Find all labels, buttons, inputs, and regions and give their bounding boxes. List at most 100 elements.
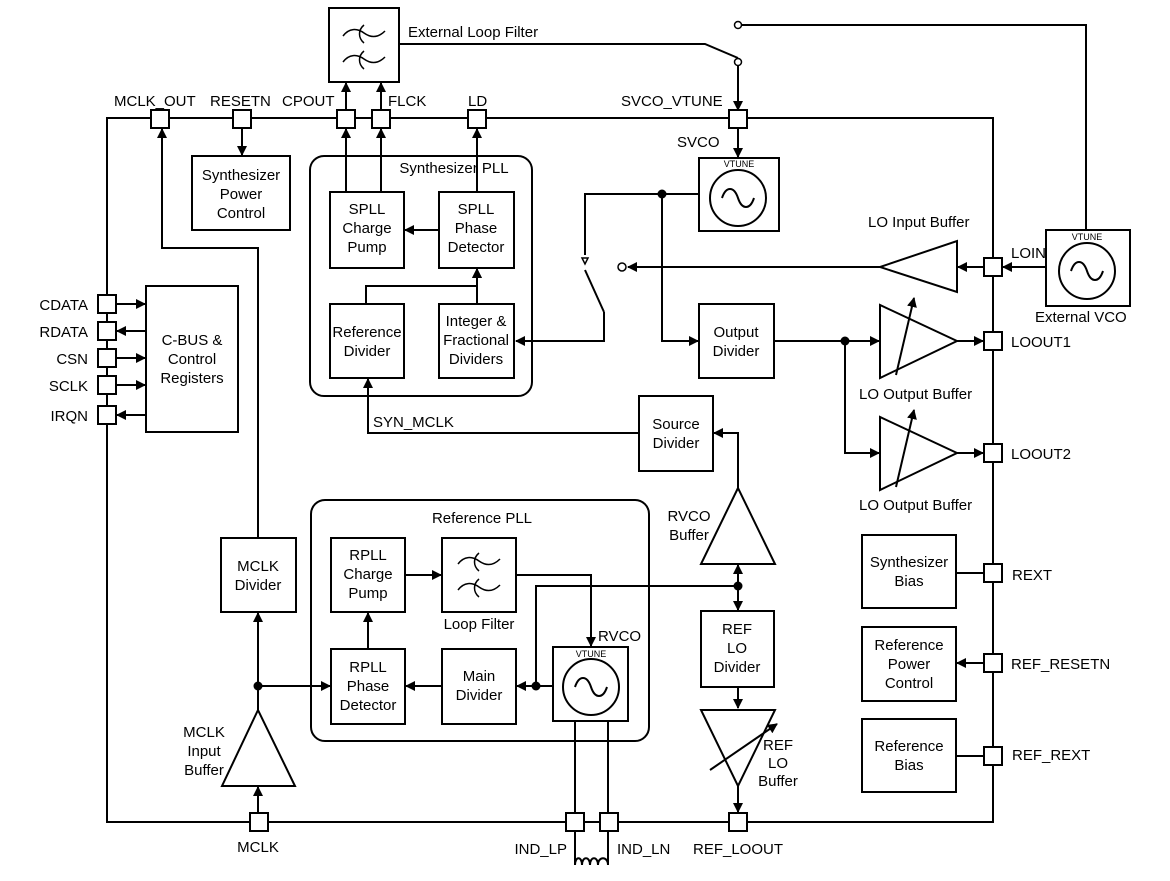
rpll-pd-line3: Detector: [340, 697, 397, 714]
lo-output-buffer-1: [879, 303, 960, 380]
mclk-div-line2: Divider: [235, 577, 282, 594]
ref-power-line3: Control: [885, 675, 933, 692]
external-inductor: [574, 831, 609, 866]
rpll-pd-line2: Phase: [347, 678, 390, 695]
svco-vtune-label: VTUNE: [724, 159, 755, 169]
external-loop-filter: [328, 7, 400, 83]
syn-mclk-label: SYN_MCLK: [373, 414, 454, 431]
reference-pll-label: Reference PLL: [432, 510, 532, 527]
cbus-line1: C-BUS &: [162, 332, 223, 349]
spll-pd-line3: Detector: [448, 239, 505, 256]
int-frac-line3: Dividers: [449, 351, 503, 368]
ref-div-line2: Divider: [344, 343, 391, 360]
external-loop-filter-label: External Loop Filter: [408, 24, 538, 41]
ref-lo-buffer-line3: Buffer: [758, 773, 798, 790]
integer-fractional-dividers: [438, 303, 515, 379]
ref-lo-div-line2: LO: [727, 640, 747, 657]
spll-pd-line1: SPLL: [458, 201, 495, 218]
lo-output-buffer-2-label: LO Output Buffer: [859, 497, 972, 514]
int-frac-line1: Integer &: [446, 313, 507, 330]
pin-loout2-label: LOOUT2: [1011, 446, 1071, 463]
rvco-buffer-line2: Buffer: [669, 527, 709, 544]
reference-power-control: [861, 626, 957, 702]
source-div-line2: Divider: [653, 435, 700, 452]
pin-flck: [371, 109, 391, 129]
main-div-line1: Main: [463, 668, 496, 685]
rvco-oscillator-icon: [562, 658, 620, 716]
synthesizer-bias: [861, 534, 957, 609]
reference-divider: [329, 303, 405, 379]
pin-loout1: [983, 331, 1003, 351]
ref-bias-line2: Bias: [894, 757, 923, 774]
pin-rdata: [97, 321, 117, 341]
ref-lo-div-line3: Divider: [714, 659, 761, 676]
svco-oscillator-icon: [709, 169, 767, 227]
pin-flck-label: FLCK: [388, 93, 426, 110]
synth-power-line1: Synthesizer: [202, 167, 280, 184]
synth-power-control: [191, 155, 291, 231]
cbus-line2: Control: [168, 351, 216, 368]
mclk-input-buffer-line3: Buffer: [184, 762, 224, 779]
mclk-div-line1: MCLK: [237, 558, 279, 575]
spll-pd-line2: Phase: [455, 220, 498, 237]
reference-bias: [861, 718, 957, 793]
pin-ref-rext-label: REF_REXT: [1012, 747, 1090, 764]
rpll-cp-line1: RPLL: [349, 547, 387, 564]
pin-svco-vtune: [728, 109, 748, 129]
chip-outline: [106, 117, 994, 823]
pin-ref-resetn: [983, 653, 1003, 673]
ext-vco-vtune-label: VTUNE: [1072, 232, 1103, 242]
pin-cpout-label: CPOUT: [282, 93, 335, 110]
cbus-line3: Registers: [160, 370, 223, 387]
lo-output-buffer-1-label: LO Output Buffer: [859, 386, 972, 403]
rpll-cp-line2: Charge: [343, 566, 392, 583]
pin-ind-lp-label: IND_LP: [514, 841, 567, 858]
mclk-input-buffer-line1: MCLK: [183, 724, 225, 741]
pin-irqn: [97, 405, 117, 425]
spll-charge-pump: [329, 191, 405, 269]
lo-input-buffer: [876, 239, 958, 294]
synth-pll-label: Synthesizer PLL: [399, 160, 508, 177]
output-div-line1: Output: [713, 324, 759, 341]
pin-loout1-label: LOOUT1: [1011, 334, 1071, 351]
ref-lo-div-line1: REF: [722, 621, 752, 638]
pin-ref-rext: [983, 746, 1003, 766]
pin-loin: [983, 257, 1003, 277]
loop-filter: [441, 537, 517, 613]
rpll-charge-pump: [330, 537, 406, 613]
pin-rext: [983, 563, 1003, 583]
pin-ref-loout: [728, 812, 748, 832]
pin-ind-ln: [599, 812, 619, 832]
lo-input-buffer-label: LO Input Buffer: [868, 214, 969, 231]
rpll-pd-line1: RPLL: [349, 659, 387, 676]
int-frac-line2: Fractional: [443, 332, 509, 349]
ref-lo-buffer-line1: REF: [763, 737, 793, 754]
pin-ind-ln-label: IND_LN: [617, 841, 670, 858]
pin-ind-lp: [565, 812, 585, 832]
source-div-line1: Source: [652, 416, 700, 433]
rvco-buffer-line1: RVCO: [667, 508, 710, 525]
external-vco-label: External VCO: [1035, 309, 1127, 326]
loop-filter-label: Loop Filter: [444, 616, 515, 633]
pin-svco-vtune-label: SVCO_VTUNE: [621, 93, 723, 110]
spll-phase-detector: [438, 191, 515, 269]
ref-power-line2: Power: [888, 656, 931, 673]
output-div-line2: Divider: [713, 343, 760, 360]
pin-sclk: [97, 375, 117, 395]
output-divider: [698, 303, 775, 379]
pin-rext-label: REXT: [1012, 567, 1052, 584]
pin-ld: [467, 109, 487, 129]
ref-bias-line1: Reference: [874, 738, 943, 755]
svco-label: SVCO: [677, 134, 720, 151]
pin-rdata-label: RDATA: [39, 324, 88, 341]
ref-div-line1: Reference: [332, 324, 401, 341]
rvco-buffer: [699, 485, 777, 565]
spll-cp-line1: SPLL: [349, 201, 386, 218]
pin-csn-label: CSN: [56, 351, 88, 368]
mclk-input-buffer-line2: Input: [187, 743, 221, 760]
ext-vco-oscillator-icon: [1058, 242, 1116, 300]
rpll-cp-line3: Pump: [348, 585, 387, 602]
spll-cp-line3: Pump: [347, 239, 386, 256]
synth-bias-line2: Bias: [894, 573, 923, 590]
